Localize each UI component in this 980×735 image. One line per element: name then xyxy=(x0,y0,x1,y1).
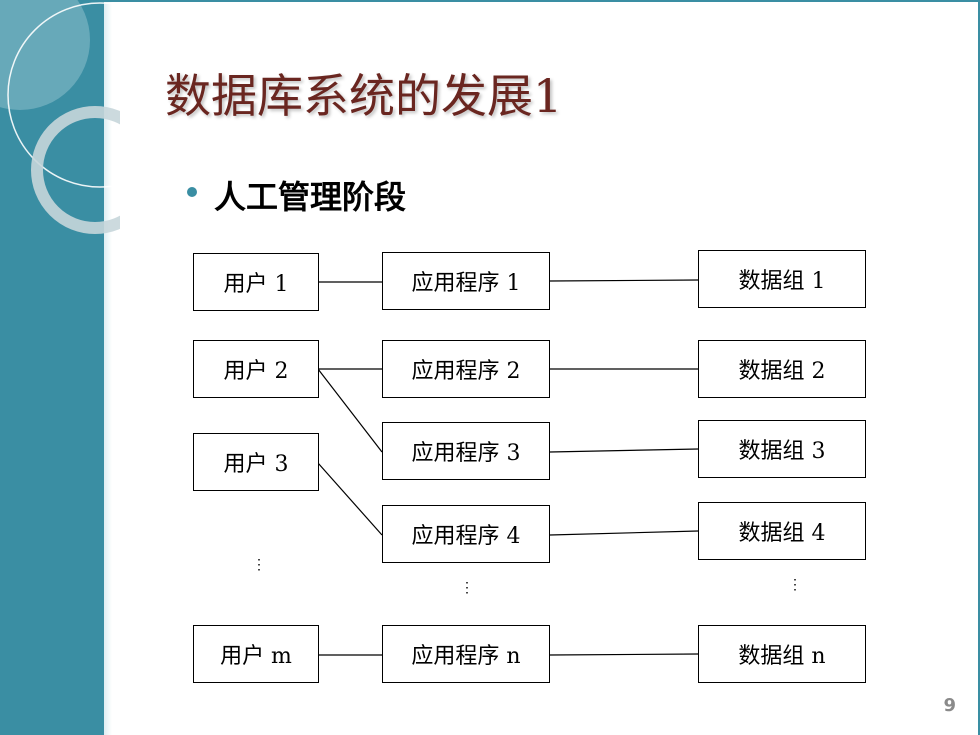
deco-ring xyxy=(31,106,120,234)
data-group-box-4: 数据组 4 xyxy=(698,502,866,560)
program-box-4: 应用程序 4 xyxy=(382,505,550,563)
deco-circle-thin xyxy=(7,2,120,188)
connector-user2-program3 xyxy=(317,368,383,453)
decorative-circles xyxy=(0,0,120,234)
bullet-dot-icon xyxy=(187,187,197,197)
connector-user3-program4 xyxy=(317,462,383,536)
bullet-text: 人工管理阶段 xyxy=(214,178,407,216)
data-group-box-2: 数据组 2 xyxy=(698,340,866,398)
connector-program3-data3 xyxy=(549,448,699,453)
user-box-2: 用户 2 xyxy=(193,340,319,398)
deco-circle-fill xyxy=(0,0,90,110)
program-box-2: 应用程序 2 xyxy=(382,340,550,398)
users-ellipsis: ⋮ xyxy=(252,557,266,573)
program-box-n: 应用程序 n xyxy=(382,625,550,683)
user-box-3: 用户 3 xyxy=(193,433,319,491)
connector-program4-data4 xyxy=(549,530,699,536)
data-group-box-1: 数据组 1 xyxy=(698,250,866,308)
data-group-box-3: 数据组 3 xyxy=(698,420,866,478)
data-group-box-n: 数据组 n xyxy=(698,625,866,683)
data-groups-ellipsis: ⋮ xyxy=(788,577,802,593)
programs-ellipsis: ⋮ xyxy=(460,580,474,596)
side-band-edge xyxy=(104,0,112,735)
connector-programn-datan xyxy=(549,653,699,656)
slide-title: 数据库系统的发展1 xyxy=(165,69,563,123)
user-box-1: 用户 1 xyxy=(193,253,319,311)
decorative-side-band xyxy=(0,0,104,735)
top-accent-line xyxy=(0,0,980,2)
program-box-3: 应用程序 3 xyxy=(382,422,550,480)
user-box-m: 用户 m xyxy=(193,625,319,683)
right-accent-line xyxy=(978,0,980,735)
page-number: 9 xyxy=(943,695,956,716)
program-box-1: 应用程序 1 xyxy=(382,252,550,310)
connector-program1-data1 xyxy=(549,279,699,282)
